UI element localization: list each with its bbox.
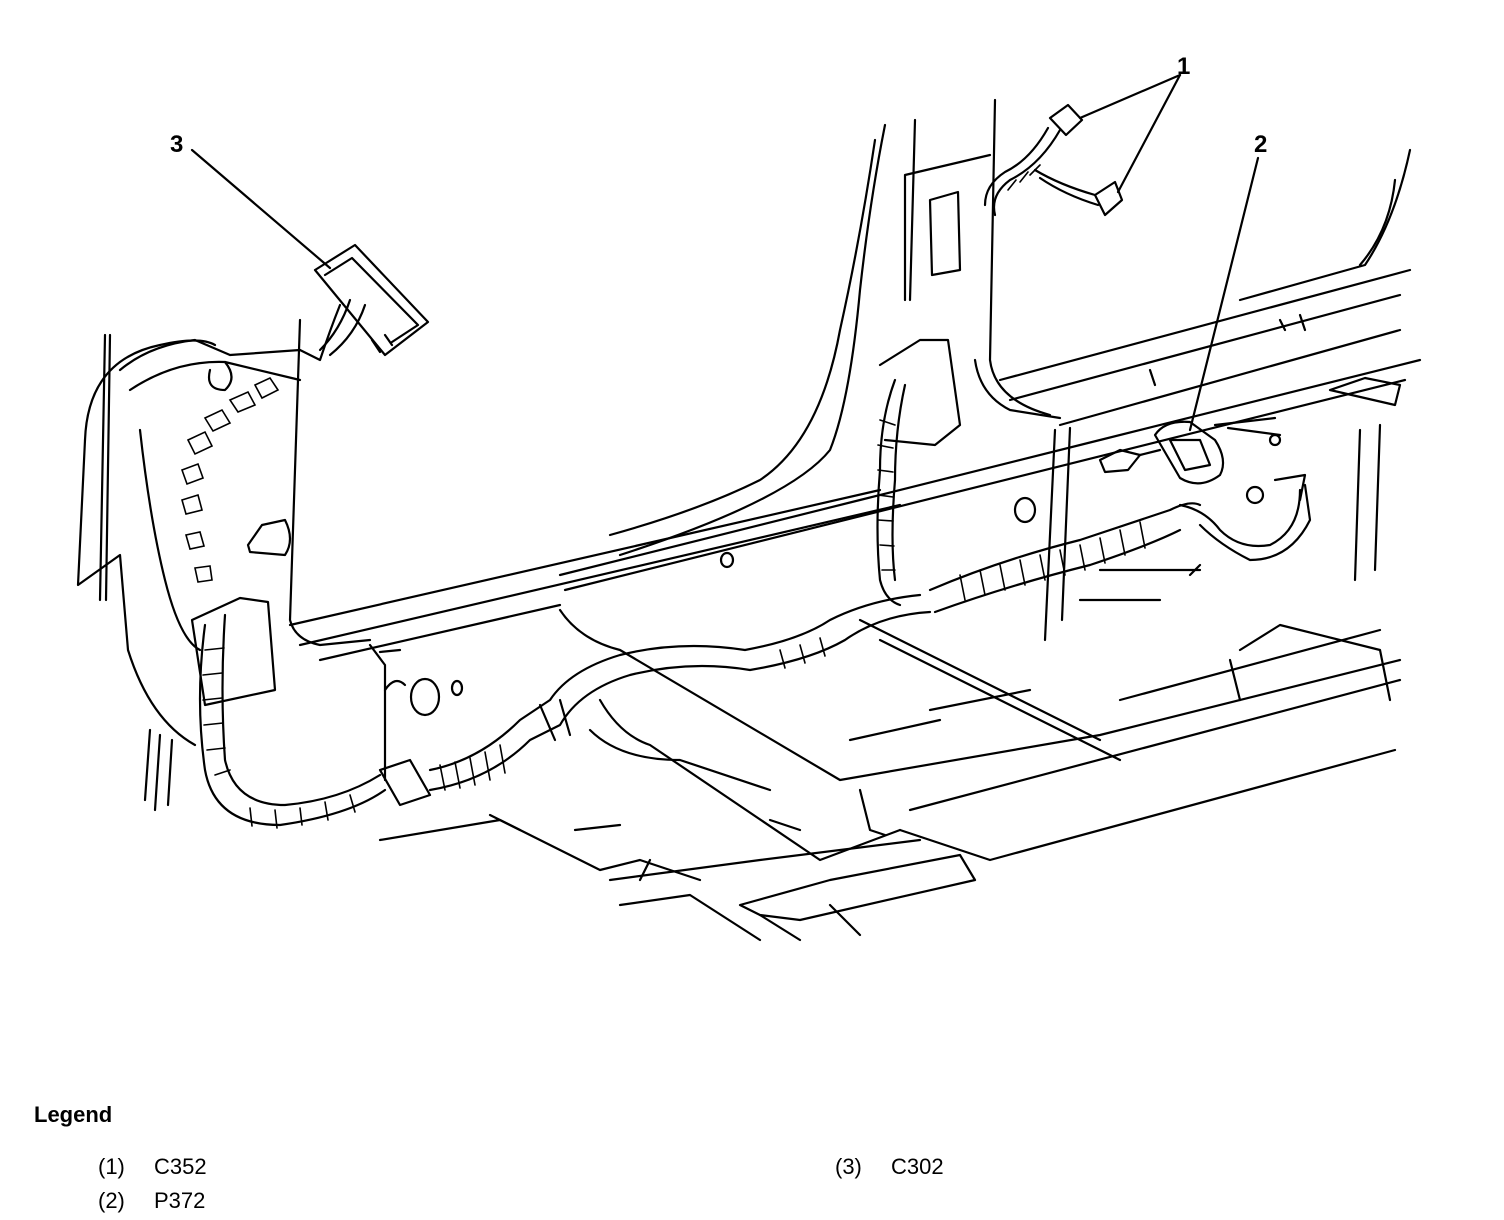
- legend-item-number: (2): [98, 1188, 125, 1213]
- rocker-panel: [288, 268, 1422, 782]
- legend-title: Legend: [34, 1102, 113, 1127]
- rear-door-opening: [1238, 148, 1412, 582]
- connector-p372: [1098, 416, 1282, 485]
- legend-item-label: C352: [154, 1154, 207, 1179]
- legend-item-2: (2) P372: [98, 1188, 205, 1214]
- legend-item-number: (3): [835, 1154, 862, 1179]
- connector-c352: [983, 103, 1124, 217]
- connector-c302: [313, 243, 430, 357]
- legend-item-label: C302: [891, 1154, 944, 1179]
- callout-leaders: [190, 73, 1260, 432]
- legend-item-label: P372: [154, 1188, 206, 1213]
- callout-3-label: 3: [170, 131, 183, 158]
- wiring-harness-diagram: 1 2 3: [76, 53, 1422, 942]
- callout-1-label: 1: [1177, 53, 1190, 80]
- callout-2-label: 2: [1254, 131, 1267, 158]
- floor-pan: [378, 563, 1402, 942]
- legend-item-3: (3) C302: [835, 1154, 944, 1180]
- left-body-panel: [76, 318, 372, 812]
- legend-item-number: (1): [98, 1154, 125, 1179]
- wiring-harness: [198, 298, 1312, 829]
- legend-item-1: (1) C352: [98, 1154, 207, 1180]
- b-pillar: [608, 98, 1062, 557]
